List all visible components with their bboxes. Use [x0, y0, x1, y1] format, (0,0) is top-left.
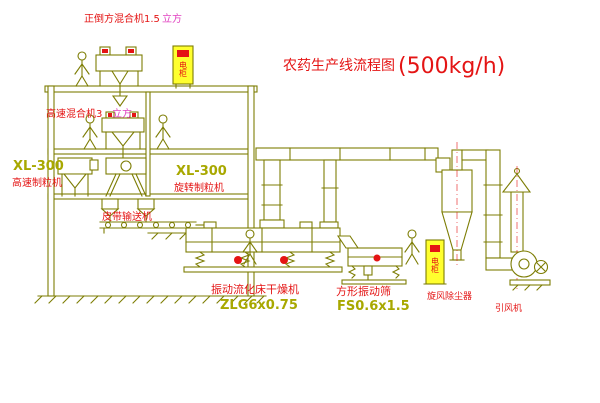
induced-draft-fan — [509, 250, 551, 291]
downcomer-pipe — [483, 149, 513, 271]
label-dryer-model: ZLG6x0.75 — [220, 298, 298, 313]
label-granulator-center-model: XL-300 — [176, 164, 227, 179]
cyclone-separator — [435, 142, 489, 266]
worker-figure — [155, 114, 171, 150]
worker-figure — [82, 114, 98, 150]
worker-figure — [74, 51, 90, 87]
diagram-title: 农药生产线流程图 — [283, 58, 395, 74]
label-belt-conveyor: 皮带输送机 — [102, 210, 152, 223]
top-floor-mixer — [95, 46, 143, 107]
left-granulator — [57, 157, 99, 197]
center-granulator — [100, 157, 156, 223]
building-frame — [34, 85, 267, 304]
vibrating-screen — [336, 235, 407, 285]
diagram-title-capacity: (500kg/h) — [398, 54, 505, 79]
worker-figure — [404, 229, 420, 265]
label-top-mixer: 正倒方混合机1.5 — [84, 12, 160, 25]
label-cyclone-name: 旋风除尘器 — [427, 290, 472, 302]
fluid-bed-dryer — [183, 219, 343, 273]
label-top-mixer-unit: 立方 — [162, 12, 182, 25]
label-screen-model: FS0.6x1.5 — [337, 299, 410, 314]
label-screen-name: 方形振动筛 — [336, 284, 391, 298]
label-granulator-left-model: XL-300 — [13, 159, 64, 174]
label-granulator-left-name: 高速制粒机 — [12, 176, 62, 189]
control-cabinet-top: 电柜 — [172, 45, 194, 89]
label-granulator-center-name: 旋转制粒机 — [174, 181, 224, 194]
control-cabinet-right: 电柜 — [423, 239, 447, 285]
main-duct — [255, 147, 439, 161]
label-mid-mixer-unit: 立方 — [112, 107, 132, 120]
label-mid-mixer: 高速混合机3 — [46, 107, 102, 120]
labels-layer: 正倒方混合机1.5 立方 农药生产线流程图 (500kg/h) 高速混合机3 立… — [12, 12, 522, 314]
dryer-feed-pipe — [261, 159, 283, 221]
exhaust-stack — [501, 166, 532, 292]
dryer-exhaust-pipe — [321, 159, 339, 223]
mid-floor-mixer — [101, 111, 145, 159]
cabinet-top-label: 电柜 — [179, 60, 188, 78]
label-fan-name: 引风机 — [495, 302, 522, 314]
label-dryer-name: 振动流化床干燥机 — [211, 282, 299, 296]
cabinet-right-label: 电柜 — [431, 256, 440, 274]
